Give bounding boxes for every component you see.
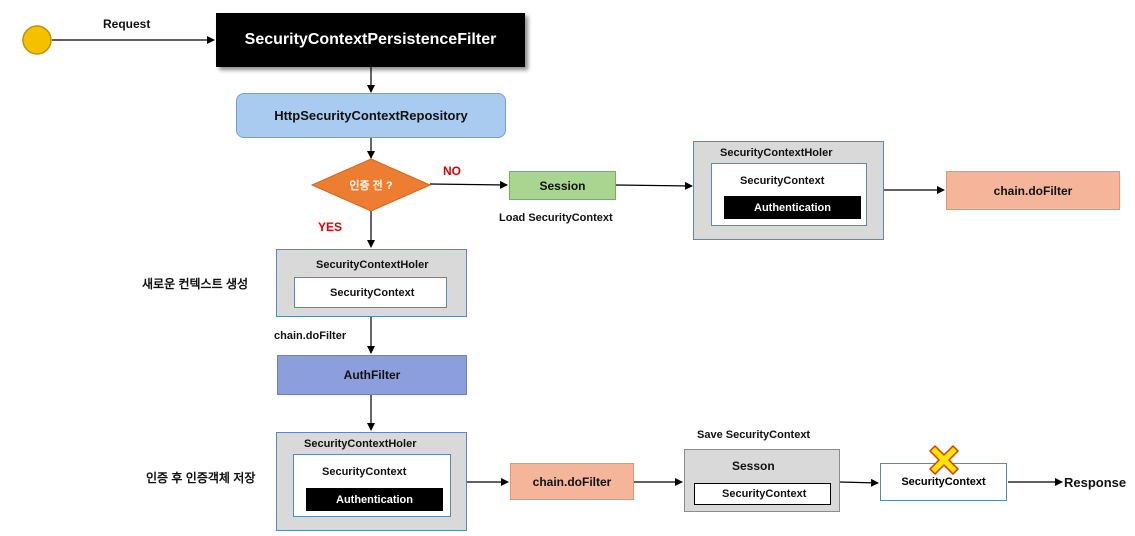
repository-box: HttpSecurityContextRepository (236, 93, 506, 138)
new-context-label: 새로운 컨텍스트 생성 (142, 277, 249, 291)
after-auth-label: 인증 후 인증객체 저장 (146, 471, 256, 485)
bottom-holder-context: SecurityContext (322, 466, 407, 478)
top-holder-auth: Authentication (724, 196, 861, 219)
decision-label: 인증 전 ? (349, 180, 393, 192)
save-session-context: SecurityContext (722, 488, 807, 500)
arrow-no-to-session (429, 180, 508, 189)
save-context-label: Save SecurityContext (697, 429, 811, 441)
request-label: Request (103, 17, 151, 31)
top-holder: SecurityContextHoler SecurityContext Aut… (693, 141, 884, 240)
arrow-save-to-cleared (839, 478, 879, 487)
bottom-chain-box: chain.doFilter (510, 463, 634, 500)
clear-x-icon (929, 445, 959, 475)
top-holder-context-box: SecurityContext Authentication (711, 163, 867, 226)
yes-label: YES (318, 220, 343, 234)
decision-diamond (311, 158, 431, 212)
mid-holder-context: SecurityContext (330, 287, 415, 299)
save-session-box: Sesson SecurityContext (684, 449, 840, 512)
mid-holder-context-box: SecurityContext (294, 277, 447, 308)
persistence-filter-box: SecurityContextPersistenceFilter (216, 13, 525, 67)
save-session-title: Sesson (732, 459, 775, 473)
cleared-context-box: SecurityContext (880, 463, 1007, 501)
mid-holder: SecurityContextHoler SecurityContext (276, 249, 467, 317)
top-chain-box: chain.doFilter (946, 171, 1120, 210)
load-context-label: Load SecurityContext (499, 212, 613, 224)
bottom-holder-context-box: SecurityContext Authentication (293, 454, 451, 517)
bottom-holder-auth: Authentication (306, 488, 443, 511)
mid-chain-label: chain.doFilter (274, 330, 347, 342)
start-circle-icon (22, 25, 52, 55)
no-label: NO (443, 164, 461, 178)
top-holder-context: SecurityContext (740, 175, 825, 187)
bottom-holder: SecurityContextHoler SecurityContext Aut… (276, 432, 467, 531)
session-box: Session (509, 171, 616, 200)
response-label: Response (1064, 475, 1127, 490)
mid-holder-title: SecurityContextHoler (316, 259, 429, 271)
save-session-context-box: SecurityContext (694, 483, 831, 505)
bottom-holder-title: SecurityContextHoler (304, 438, 417, 450)
top-holder-title: SecurityContextHoler (720, 147, 833, 159)
arrow-session-to-holder (615, 181, 693, 190)
auth-filter-box: AuthFilter (277, 355, 467, 395)
